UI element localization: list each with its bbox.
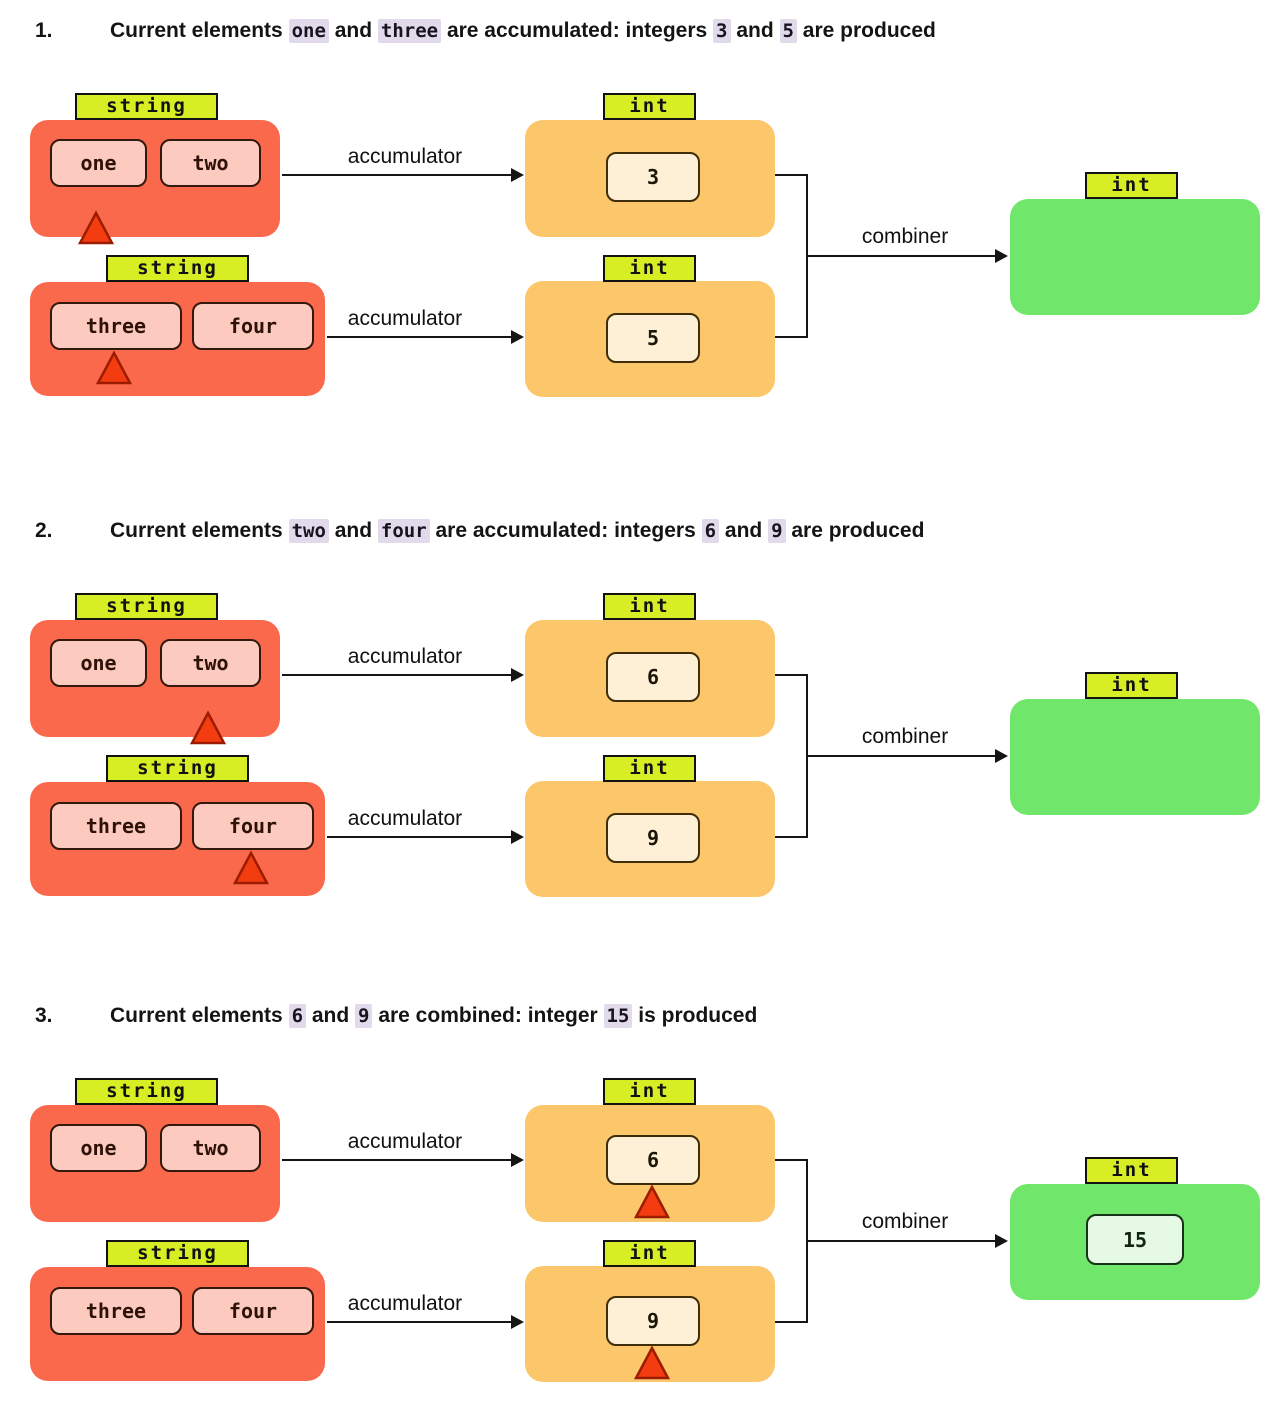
accumulator-label: accumulator (347, 1130, 463, 1153)
element-cell: one (50, 1124, 147, 1172)
type-tag-int: int (603, 755, 696, 782)
type-tag-int: int (603, 1240, 696, 1267)
type-tag-string: string (106, 255, 249, 282)
bracket-stub-a (775, 1159, 806, 1161)
pointer-triangle-icon (633, 1184, 671, 1219)
type-tag-string: string (75, 1078, 218, 1105)
arrowhead-icon (511, 1315, 524, 1329)
arrowhead-icon (511, 168, 524, 182)
section-2-diagram: string one two string three four accumul… (0, 588, 1280, 918)
combiner-arrow (806, 755, 995, 757)
combiner-label: combiner (861, 225, 949, 248)
accumulator-label: accumulator (347, 145, 463, 168)
bracket-stub-a (775, 674, 806, 676)
value-cell: 6 (606, 652, 700, 702)
arrowhead-icon (995, 749, 1008, 763)
result-box (1010, 199, 1260, 315)
type-tag-int: int (1085, 172, 1178, 199)
result-box (1010, 699, 1260, 815)
type-tag-int: int (1085, 1157, 1178, 1184)
section-3-diagram: string one two string three four accumul… (0, 1073, 1280, 1401)
element-cell: two (160, 1124, 261, 1172)
section-number: 2. (35, 519, 53, 542)
element-cell: two (160, 639, 261, 687)
combiner-arrow (806, 255, 995, 257)
bracket-stub-b (775, 836, 806, 838)
value-cell: 9 (606, 1296, 700, 1346)
value-cell: 3 (606, 152, 700, 202)
element-cell: three (50, 1287, 182, 1335)
type-tag-string: string (106, 1240, 249, 1267)
combiner-label: combiner (861, 1210, 949, 1233)
element-cell: three (50, 802, 182, 850)
value-cell: 5 (606, 313, 700, 363)
element-cell: four (192, 802, 314, 850)
accumulator-arrow-b (327, 336, 512, 338)
value-cell: 9 (606, 813, 700, 863)
combiner-label: combiner (861, 725, 949, 748)
type-tag-int: int (603, 255, 696, 282)
heading-text: Current elements two and four are accumu… (110, 519, 925, 543)
value-cell: 6 (606, 1135, 700, 1185)
arrowhead-icon (995, 1234, 1008, 1248)
bracket-stub-b (775, 336, 806, 338)
type-tag-int: int (1085, 672, 1178, 699)
section-1-diagram: string one two string three four accumul… (0, 88, 1280, 418)
combiner-arrow (806, 1240, 995, 1242)
arrowhead-icon (995, 249, 1008, 263)
section-1-heading: 1. Current elements one and three are acc… (35, 16, 1245, 46)
section-number: 1. (35, 19, 53, 42)
pointer-triangle-icon (633, 1345, 671, 1380)
element-cell: four (192, 1287, 314, 1335)
pointer-triangle-icon (95, 350, 133, 385)
bracket-stub-b (775, 1321, 806, 1323)
heading-text: Current elements 6 and 9 are combined: i… (110, 1004, 758, 1028)
bracket-stub-a (775, 174, 806, 176)
arrowhead-icon (511, 1153, 524, 1167)
result-value-cell: 15 (1086, 1214, 1184, 1265)
section-3-heading: 3. Current elements 6 and 9 are combined:… (35, 1001, 1245, 1031)
element-cell: two (160, 139, 261, 187)
element-cell: one (50, 639, 147, 687)
type-tag-string: string (75, 93, 218, 120)
type-tag-int: int (603, 1078, 696, 1105)
heading-text: Current elements one and three are accum… (110, 19, 936, 43)
accumulator-arrow-a (282, 174, 512, 176)
pointer-triangle-icon (189, 710, 227, 745)
accumulator-arrow-a (282, 674, 512, 676)
section-2-heading: 2. Current elements two and four are accu… (35, 516, 1245, 546)
element-cell: three (50, 302, 182, 350)
element-cell: one (50, 139, 147, 187)
pointer-triangle-icon (77, 210, 115, 245)
type-tag-string: string (75, 593, 218, 620)
type-tag-int: int (603, 93, 696, 120)
accumulator-label: accumulator (347, 1292, 463, 1315)
arrowhead-icon (511, 830, 524, 844)
accumulator-arrow-b (327, 836, 512, 838)
accumulator-arrow-b (327, 1321, 512, 1323)
accumulator-arrow-a (282, 1159, 512, 1161)
pointer-triangle-icon (232, 850, 270, 885)
accumulator-label: accumulator (347, 807, 463, 830)
accumulator-label: accumulator (347, 307, 463, 330)
arrowhead-icon (511, 330, 524, 344)
section-number: 3. (35, 1004, 53, 1027)
accumulator-label: accumulator (347, 645, 463, 668)
type-tag-string: string (106, 755, 249, 782)
arrowhead-icon (511, 668, 524, 682)
type-tag-int: int (603, 593, 696, 620)
element-cell: four (192, 302, 314, 350)
